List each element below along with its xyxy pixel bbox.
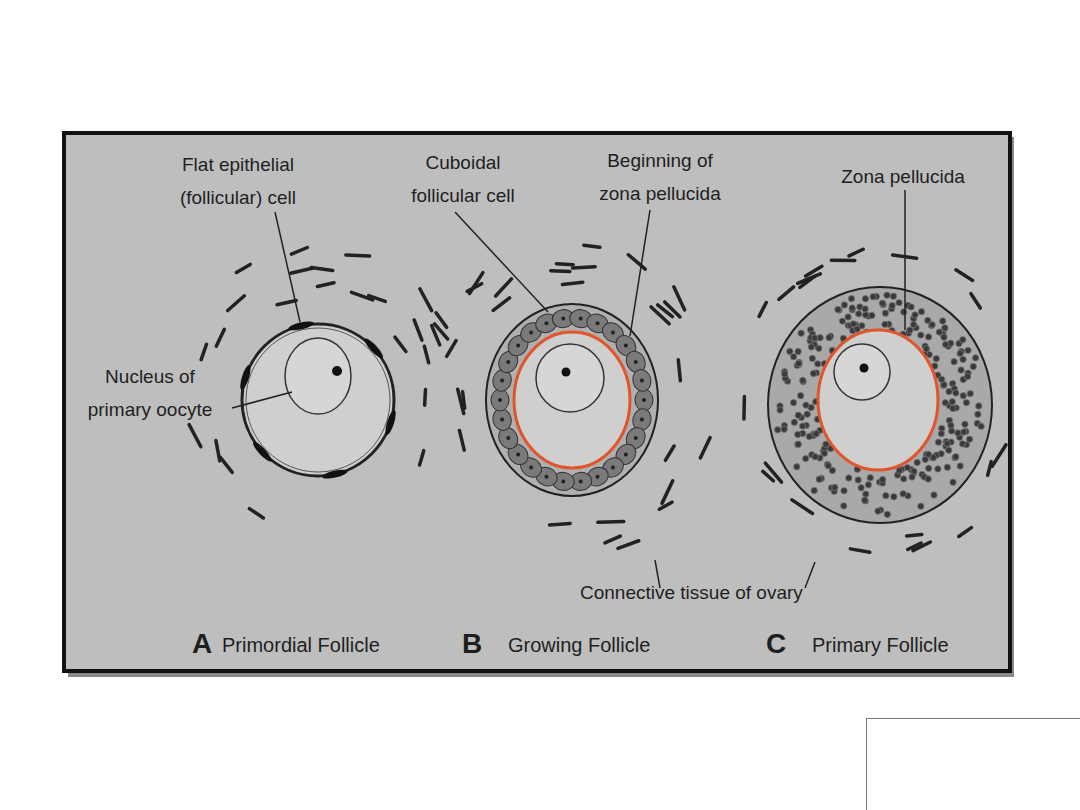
growing-follicle [486,304,658,496]
part-label: Cuboidal follicular cell [393,146,533,212]
leader-lines [232,190,905,588]
part-label: Flat epithelial (follicular) cell [163,148,313,214]
zona-pellucida-ring [514,332,630,468]
part-label: Connective tissue of ovary [580,582,803,604]
panel-caption: Primary Follicle [812,634,949,657]
figure-panel [64,133,1010,671]
panel-letter: B [462,628,482,660]
corner-frame [867,719,1080,810]
oocyte-nucleus [285,338,351,414]
connective-tissue [189,245,1006,552]
part-label: Nucleus of primary oocyte [78,360,223,426]
panel-letter: C [766,628,786,660]
primary-follicle [768,287,992,523]
panel-caption: Growing Follicle [508,634,650,657]
panel-letter: A [192,628,212,660]
panel-caption: Primordial Follicle [222,634,380,657]
part-label: Beginning of zona pellucida [590,144,730,210]
part-label: Zona pellucida [823,160,983,193]
zona-pellucida-ring [818,330,938,470]
